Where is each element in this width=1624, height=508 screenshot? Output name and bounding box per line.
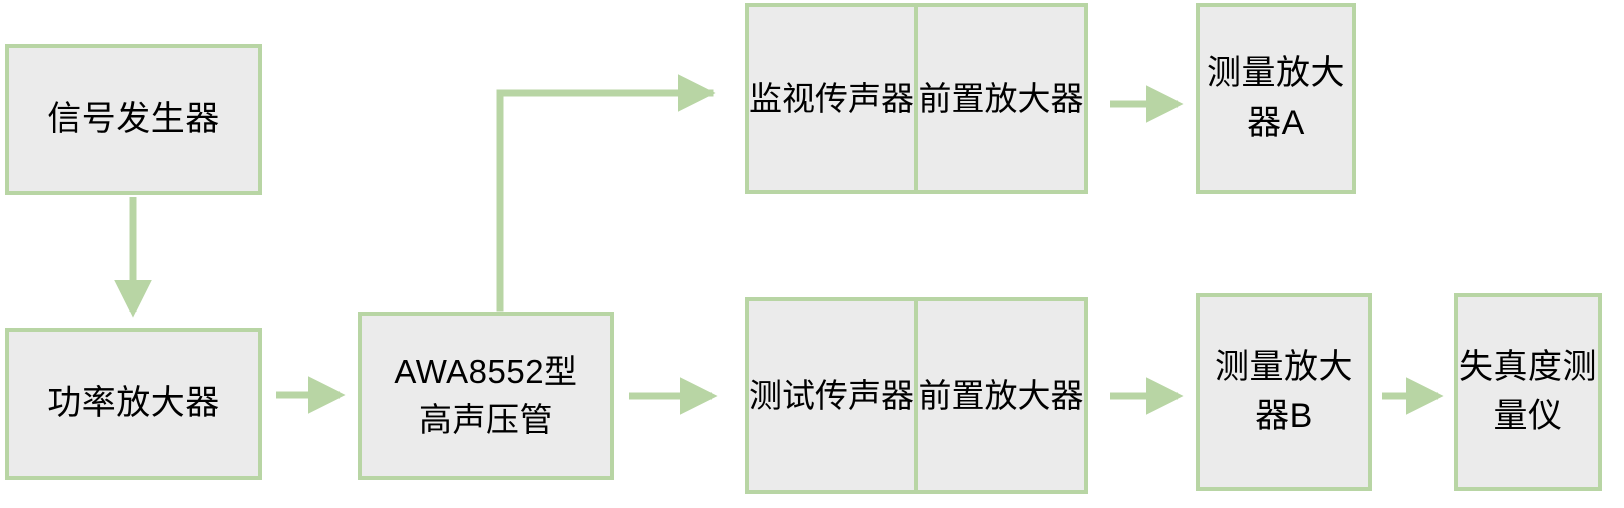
node-label: 失真度测量仪 — [1459, 347, 1597, 435]
pair-monitor-chain: 监视传声器 前置放大器 — [745, 3, 1088, 194]
node-label: 功率放大器 — [47, 384, 220, 423]
node-awa8552-tube[interactable]: AWA8552型 高声压管 — [358, 312, 614, 480]
node-label: 测试传声器 — [749, 376, 914, 414]
node-preamp-bottom[interactable]: 前置放大器 — [914, 297, 1088, 494]
node-label: 前置放大器 — [918, 79, 1084, 117]
node-test-mic[interactable]: 测试传声器 — [745, 297, 918, 494]
node-measuring-amplifier-a[interactable]: 测量放大器A — [1196, 3, 1356, 194]
node-label: 前置放大器 — [918, 376, 1084, 414]
node-label: 监视传声器 — [749, 79, 914, 117]
node-label: AWA8552型 高声压管 — [394, 353, 578, 438]
node-monitor-mic[interactable]: 监视传声器 — [745, 3, 918, 194]
node-signal-generator[interactable]: 信号发生器 — [5, 44, 262, 195]
node-power-amplifier[interactable]: 功率放大器 — [5, 328, 262, 480]
node-distortion-meter[interactable]: 失真度测量仪 — [1454, 293, 1602, 491]
node-preamp-top[interactable]: 前置放大器 — [914, 3, 1088, 194]
connector-tube-to-monitor — [496, 74, 716, 312]
node-label: 测量放大器B — [1215, 347, 1353, 435]
node-label: 测量放大器A — [1207, 54, 1345, 142]
node-measuring-amplifier-b[interactable]: 测量放大器B — [1196, 293, 1372, 491]
node-label: 信号发生器 — [47, 99, 220, 138]
pair-test-chain: 测试传声器 前置放大器 — [745, 297, 1088, 494]
